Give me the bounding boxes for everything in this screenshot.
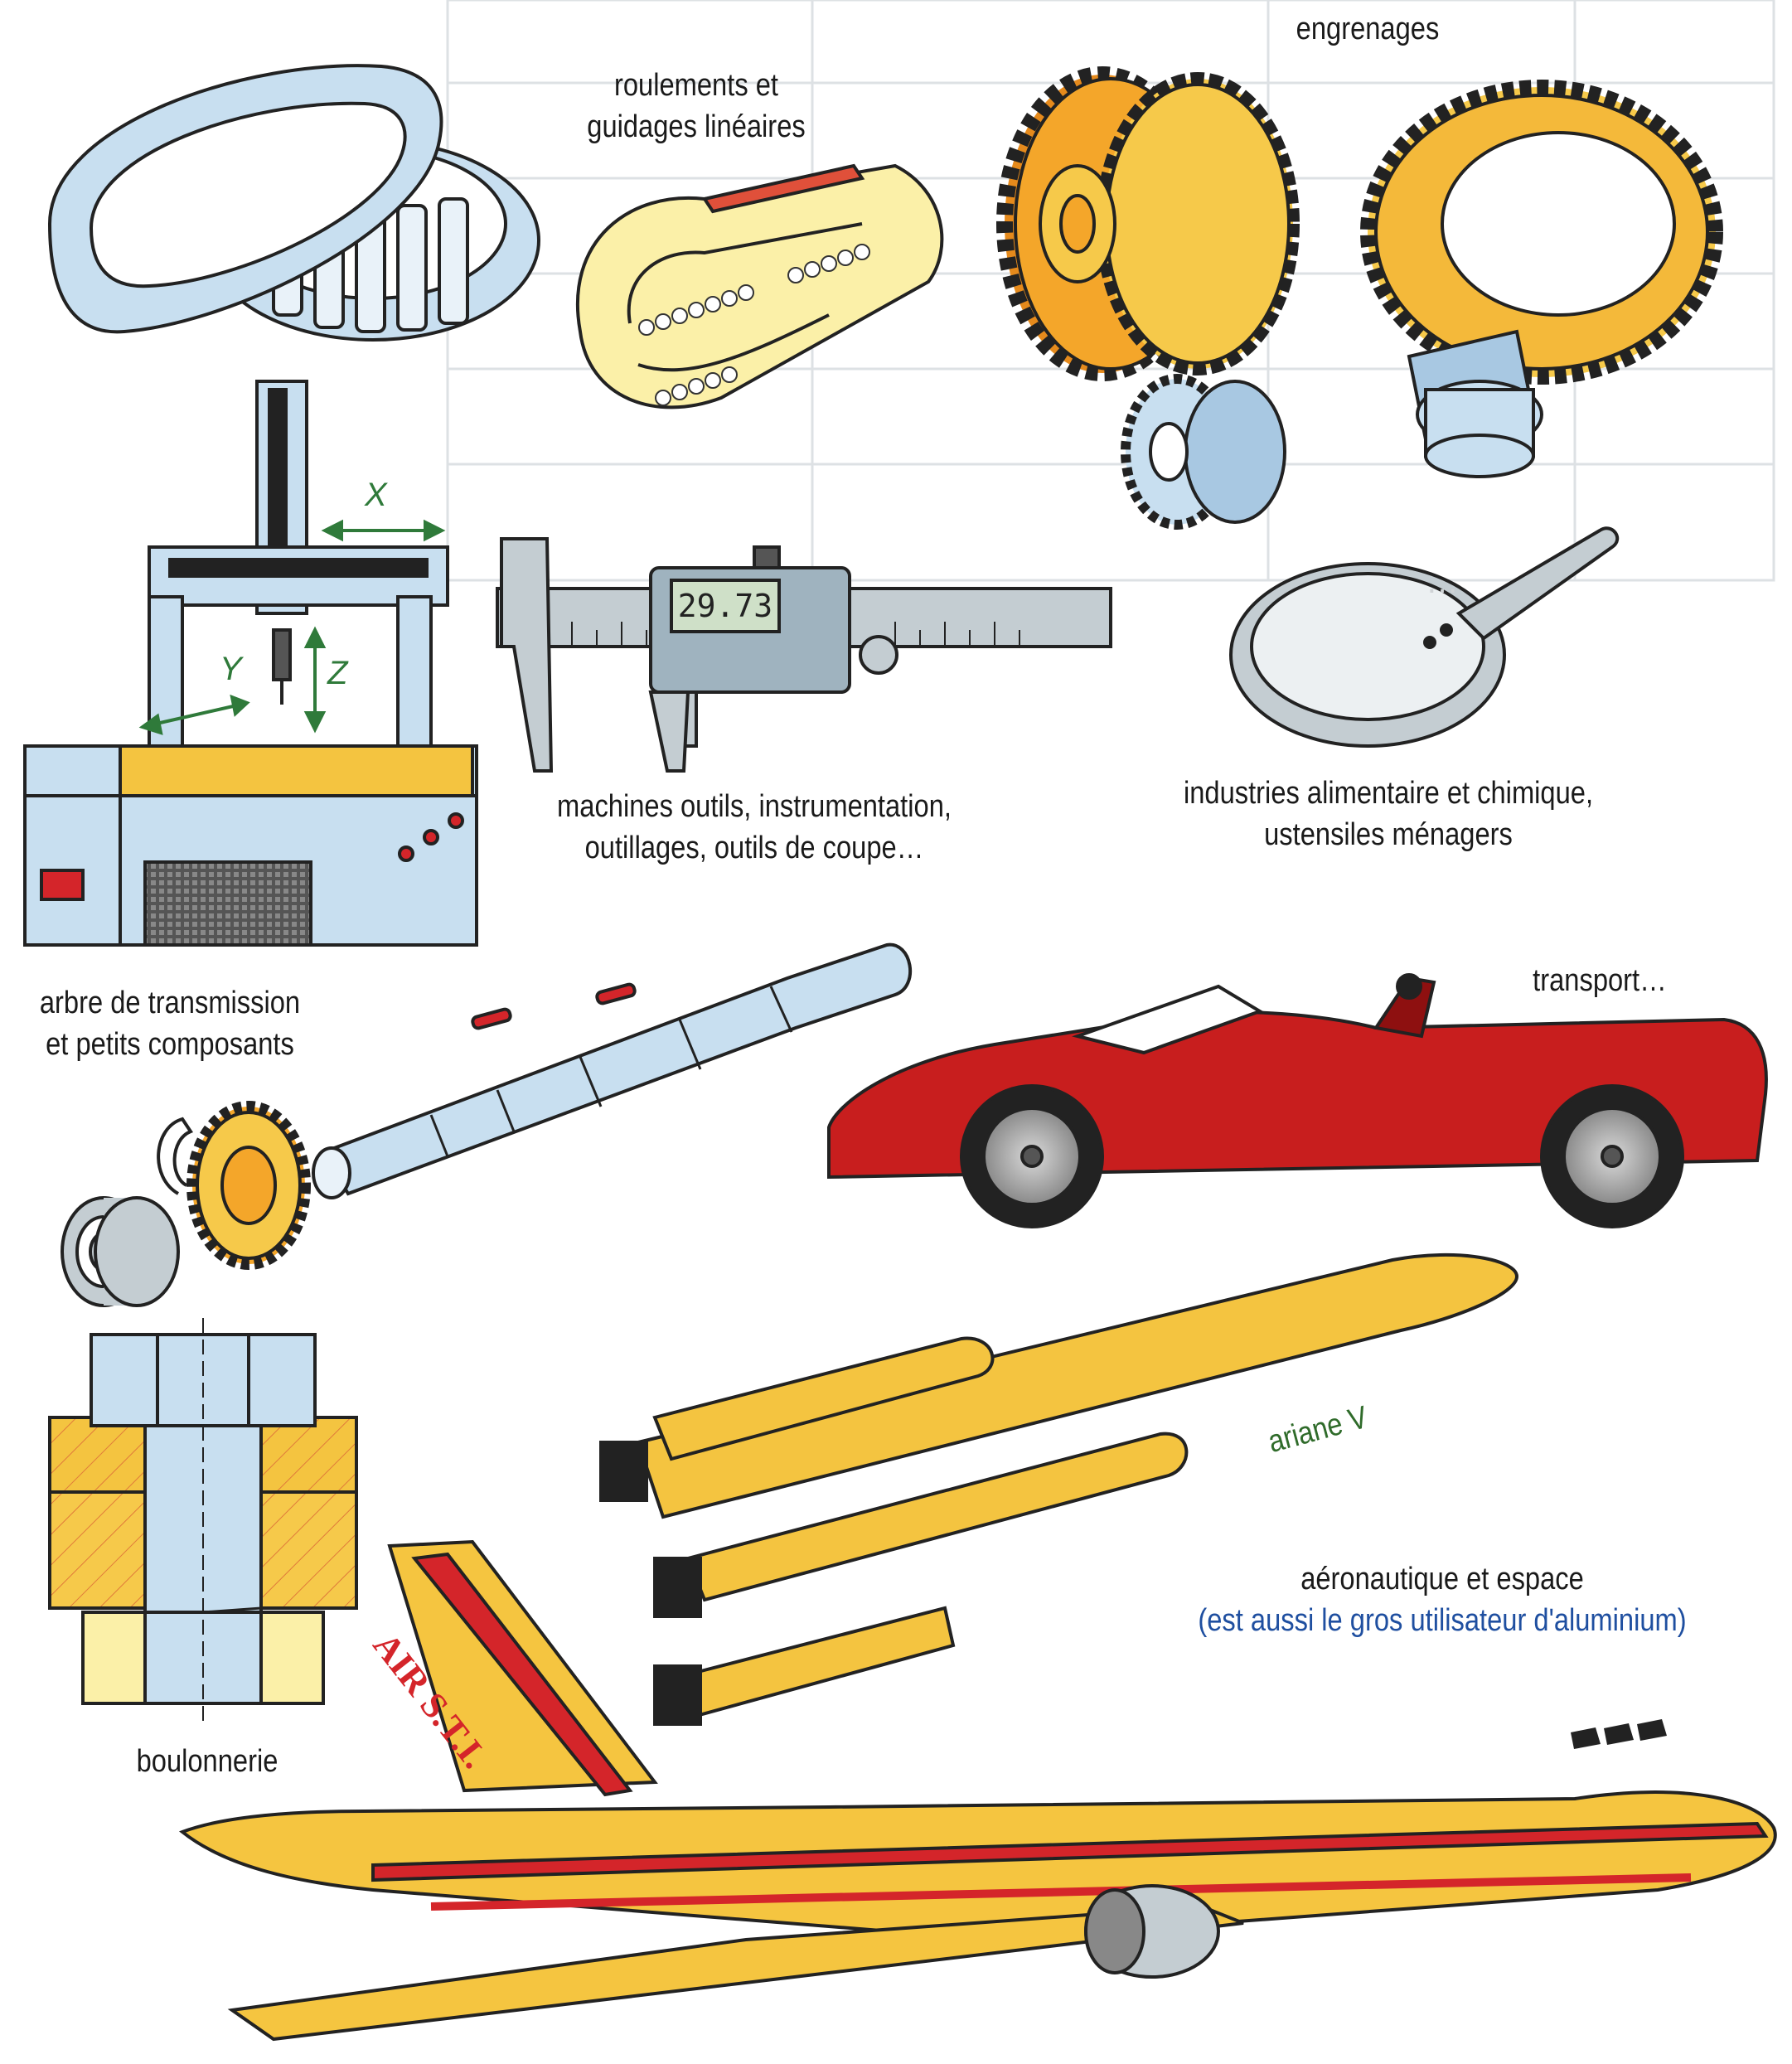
axis-label-x: X [365,477,387,513]
linear-guide [575,163,944,409]
small-helical-gear [1121,374,1286,530]
label-industries: industries alimentaire et chimique, uste… [1183,776,1594,852]
airliner [178,1539,1777,2042]
axis-label-z: Z [327,655,348,691]
measuring-machine [23,380,478,947]
digital-caliper [496,537,1112,773]
frying-pan [1229,526,1620,748]
convertible-car [827,973,1768,1228]
spur-gear [996,66,1300,381]
caliper-display: 29.73 [677,588,773,624]
label-boulonnerie: boulonnerie [136,1744,278,1779]
label-engrenages: engrenages [1296,12,1440,46]
axis-label-y: Y [220,651,242,687]
transmission-shaft [312,942,912,1199]
label-arbre-transmission: arbre de transmission et petits composan… [39,986,301,1062]
bevel-gear [1360,80,1723,478]
background-ghost-text: … [1426,564,1459,600]
ball-bearing [61,1196,180,1307]
roller-bearing [47,64,540,342]
ariane-rocket [599,1252,1519,1726]
label-aeronautique: aéronautique et espace (est aussi le gro… [1198,1562,1687,1638]
bolt-assembly [48,1318,358,1724]
shaft-spur-gear [186,1101,311,1270]
axis-arrows [138,519,446,735]
label-transport: transport… [1533,963,1667,998]
label-machines-outils: machines outils, instrumentation, outill… [557,789,952,865]
label-roulements: roulements et guidages linéaires [587,68,806,144]
circlip [157,1117,194,1195]
